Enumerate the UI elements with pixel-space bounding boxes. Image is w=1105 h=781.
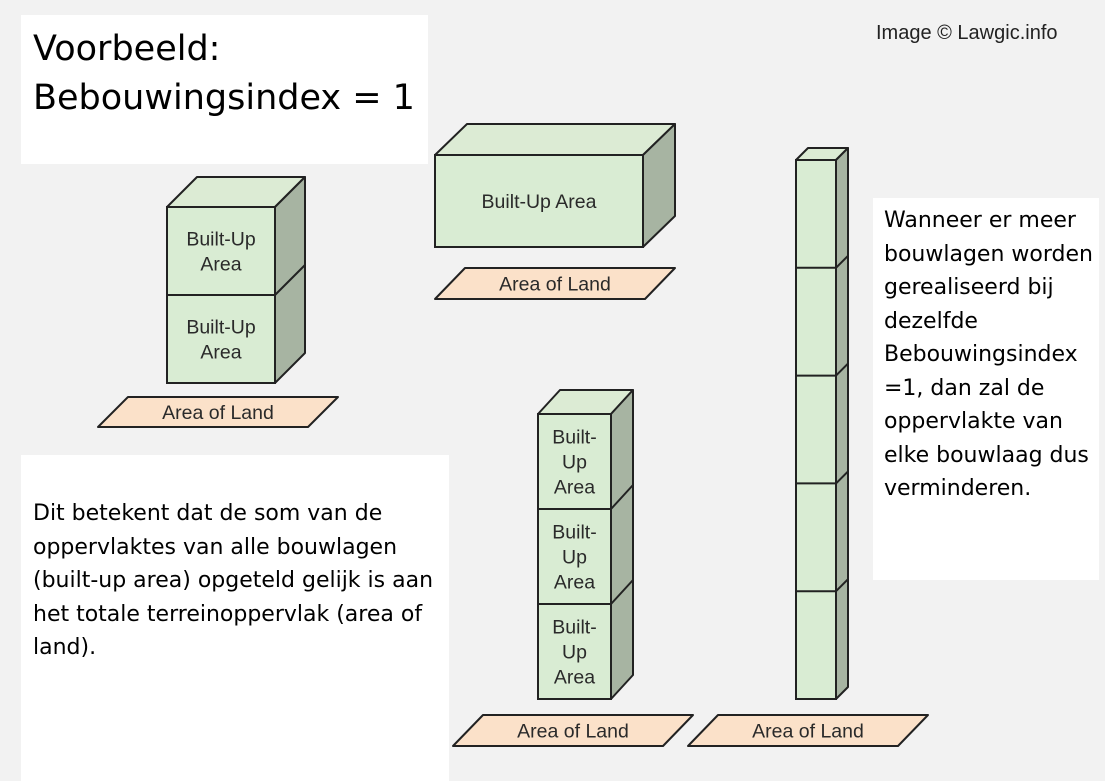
building-five-storey-side-divider — [835, 255, 849, 269]
building-three-storey-side-divider — [610, 579, 634, 605]
building-one-storey-front — [434, 154, 644, 248]
land-three-storey-label: Area of Land — [517, 721, 629, 743]
explanation-left-text: Dit betekent dat de som van de oppervlak… — [33, 501, 434, 660]
land-two-storey-label: Area of Land — [162, 402, 274, 424]
copyright-notice: Image © Lawgic.info — [876, 22, 1058, 44]
title-panel: Voorbeeld: Bebouwingsindex = 1 — [21, 15, 428, 164]
building-one-storey-floor-label: Built-Up Area — [482, 191, 597, 213]
title-line-1: Voorbeeld: — [33, 29, 221, 69]
land-five-storey-label: Area of Land — [752, 721, 864, 743]
building-five-storey-side — [835, 147, 849, 700]
explanation-right-panel: Wanneer er meer bouwlagen worden gereali… — [873, 198, 1099, 580]
land-one-storey — [434, 267, 676, 300]
land-one-storey-label: Area of Land — [499, 274, 611, 296]
title-line-2: Bebouwingsindex = 1 — [33, 78, 415, 118]
building-three-storey-side-divider — [610, 484, 634, 510]
building-five-storey-side-divider — [835, 362, 849, 377]
building-three-storey-front — [537, 413, 612, 700]
building-five-storey-front — [795, 159, 837, 700]
building-one-storey-top — [434, 123, 676, 156]
land-two-storey — [97, 396, 339, 428]
explanation-left-panel: Dit betekent dat de som van de oppervlak… — [21, 455, 449, 781]
building-two-storey-side-divider — [274, 264, 306, 296]
explanation-right-text: Wanneer er meer bouwlagen worden gereali… — [884, 208, 1093, 501]
building-three-storey-side — [610, 389, 634, 700]
building-five-storey-side-divider — [835, 578, 849, 592]
land-five-storey — [687, 714, 929, 747]
building-five-storey-side-divider — [835, 470, 849, 485]
land-three-storey — [452, 714, 694, 747]
